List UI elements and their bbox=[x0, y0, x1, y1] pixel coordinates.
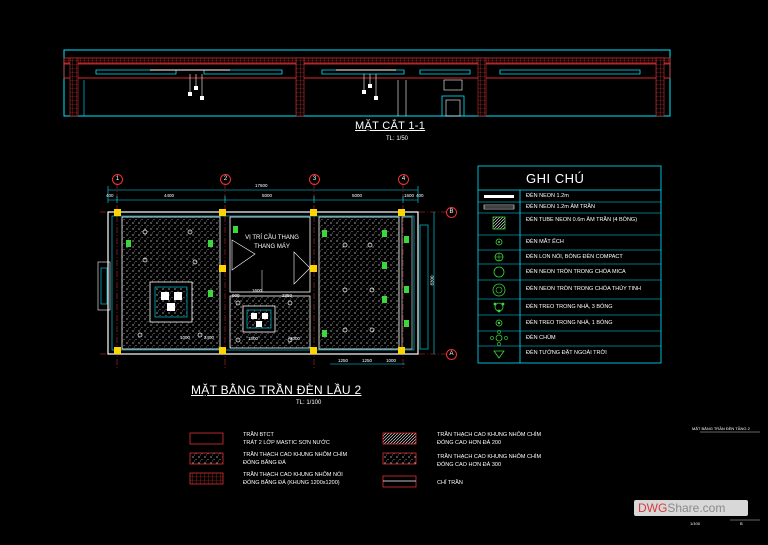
dim-inner-5: 1000 bbox=[180, 335, 191, 340]
sheet-code: B bbox=[740, 521, 743, 526]
grid-bubble-b: B bbox=[446, 207, 457, 218]
sheet-title: MẶT BẰNG TRẦN ĐÈN TẦNG 2 bbox=[692, 426, 750, 431]
dim-inner-1: 900 bbox=[232, 293, 240, 298]
legend-item: ĐÈN TREO TRONG NHÀ, 1 BÓNG bbox=[526, 320, 613, 326]
dim-top-1: 400 bbox=[106, 193, 114, 198]
plan-title: MẶT BẰNG TRẦN ĐÈN LẦU 2 bbox=[191, 383, 362, 397]
dim-inner-3: 2350 bbox=[282, 293, 293, 298]
legend-item: ĐÈN TREO TRONG NHÀ, 3 BÓNG bbox=[526, 304, 613, 310]
elevator-label: THANG MÁY bbox=[254, 244, 290, 250]
key-2-line1: TRẦN THẠCH CAO KHUNG NHÔM CHÌM bbox=[243, 452, 348, 458]
legend-item: ĐÈN TUBE NEON 0.6m ÂM TRẦN (4 BÓNG) bbox=[526, 217, 638, 223]
dim-inner-7: 2000 bbox=[290, 336, 301, 341]
dim-inner-2: 1600 bbox=[252, 288, 263, 293]
key-2-line2: ĐÓNG BĂNG ĐÁ bbox=[243, 460, 286, 466]
plan-scale: TL: 1/100 bbox=[296, 400, 322, 406]
grid-bubble-1: 1 bbox=[112, 174, 123, 185]
legend-table bbox=[477, 165, 662, 364]
sheet-scale: 1/100 bbox=[690, 521, 701, 526]
dim-inner-4: 2400 bbox=[204, 335, 215, 340]
legend-item: ĐÈN TƯỜNG ĐẶT NGOÀI TRỜI bbox=[526, 350, 607, 356]
section-title: MẶT CẮT 1-1 bbox=[355, 120, 426, 132]
legend-symbols bbox=[483, 195, 515, 359]
stair-label: VỊ TRÍ CẦU THANG bbox=[245, 235, 299, 241]
dim-bottom-1: 1250 bbox=[338, 358, 349, 363]
dim-total: 17600 bbox=[255, 183, 268, 188]
section-scale: TL: 1/50 bbox=[386, 136, 409, 142]
legend-item: ĐÈN NEON TRÒN TRONG CHÓA THỦY TINH bbox=[526, 286, 642, 292]
dim-top-4: 5000 bbox=[352, 193, 363, 198]
dim-inner-6: 1500 bbox=[248, 336, 259, 341]
key-5-line1: TRẦN THẠCH CAO KHUNG NHÔM CHÌM bbox=[437, 454, 542, 460]
dim-top-5: 1600 bbox=[404, 193, 415, 198]
key-3-line1: TRẦN THẠCH CAO KHUNG NHÔM NỔI bbox=[243, 472, 343, 478]
legend-item: ĐÈN NEON 1.2m ÂM TRẦN bbox=[526, 204, 595, 210]
dim-top-6: 400 bbox=[416, 193, 424, 198]
key-5-line2: ĐÓNG CAO HƠN ĐÁ 300 bbox=[437, 462, 502, 468]
grid-bubble-3: 3 bbox=[309, 174, 320, 185]
material-keys bbox=[189, 432, 417, 488]
dim-top-2: 4400 bbox=[164, 193, 175, 198]
key-3-line2: ĐÓNG BĂNG ĐÁ (KHUNG 1200x1200) bbox=[243, 480, 340, 486]
grid-bubble-2: 2 bbox=[220, 174, 231, 185]
section-drawing bbox=[63, 49, 671, 117]
dim-bottom-3: 1000 bbox=[386, 358, 397, 363]
legend-item: ĐÈN NEON 1.2m bbox=[526, 193, 569, 199]
key-4-line2: ĐÓNG CAO HƠN ĐÁ 200 bbox=[437, 440, 502, 446]
grid-bubble-4: 4 bbox=[398, 174, 409, 185]
key-1-line2: TRÁT 2 LỚP MASTIC SƠN NƯỚC bbox=[243, 440, 330, 446]
dwgshare-logo: DWGShare.com bbox=[634, 500, 748, 516]
legend-item: ĐÈN LON NỔI, BÓNG ĐÈN COMPACT bbox=[526, 254, 623, 260]
legend-item: ĐÈN NEON TRÒN TRONG CHÓA MICA bbox=[526, 269, 626, 275]
key-4-line1: TRẦN THẠCH CAO KHUNG NHÔM CHÌM bbox=[437, 432, 542, 438]
key-6: CHỈ TRẦN bbox=[437, 480, 463, 486]
dim-bottom-2: 1250 bbox=[362, 358, 373, 363]
legend-item: ĐÈN CHÙM bbox=[526, 335, 556, 341]
dim-top-3: 5000 bbox=[262, 193, 273, 198]
legend-title: GHI CHÚ bbox=[526, 171, 585, 186]
ceiling-plan bbox=[97, 183, 450, 368]
key-1-line1: TRẦN BTCT bbox=[243, 432, 274, 438]
dim-right: 8300 bbox=[429, 275, 435, 286]
legend-item: ĐÈN MẮT ẾCH bbox=[526, 239, 564, 245]
grid-bubble-a: A bbox=[446, 349, 457, 360]
